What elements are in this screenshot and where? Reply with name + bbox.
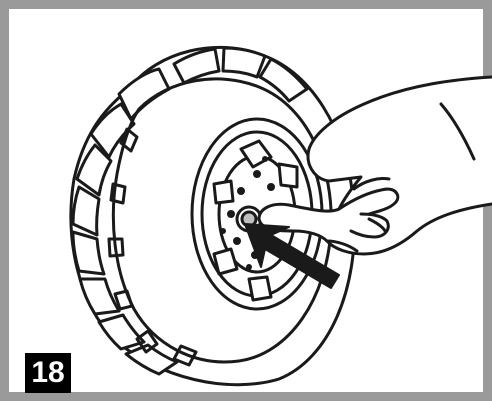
hand-icon — [257, 75, 492, 256]
wheel-assembly-illustration — [69, 45, 492, 387]
direction-arrow-icon — [244, 223, 340, 289]
step-number-badge: 18 — [25, 353, 71, 393]
